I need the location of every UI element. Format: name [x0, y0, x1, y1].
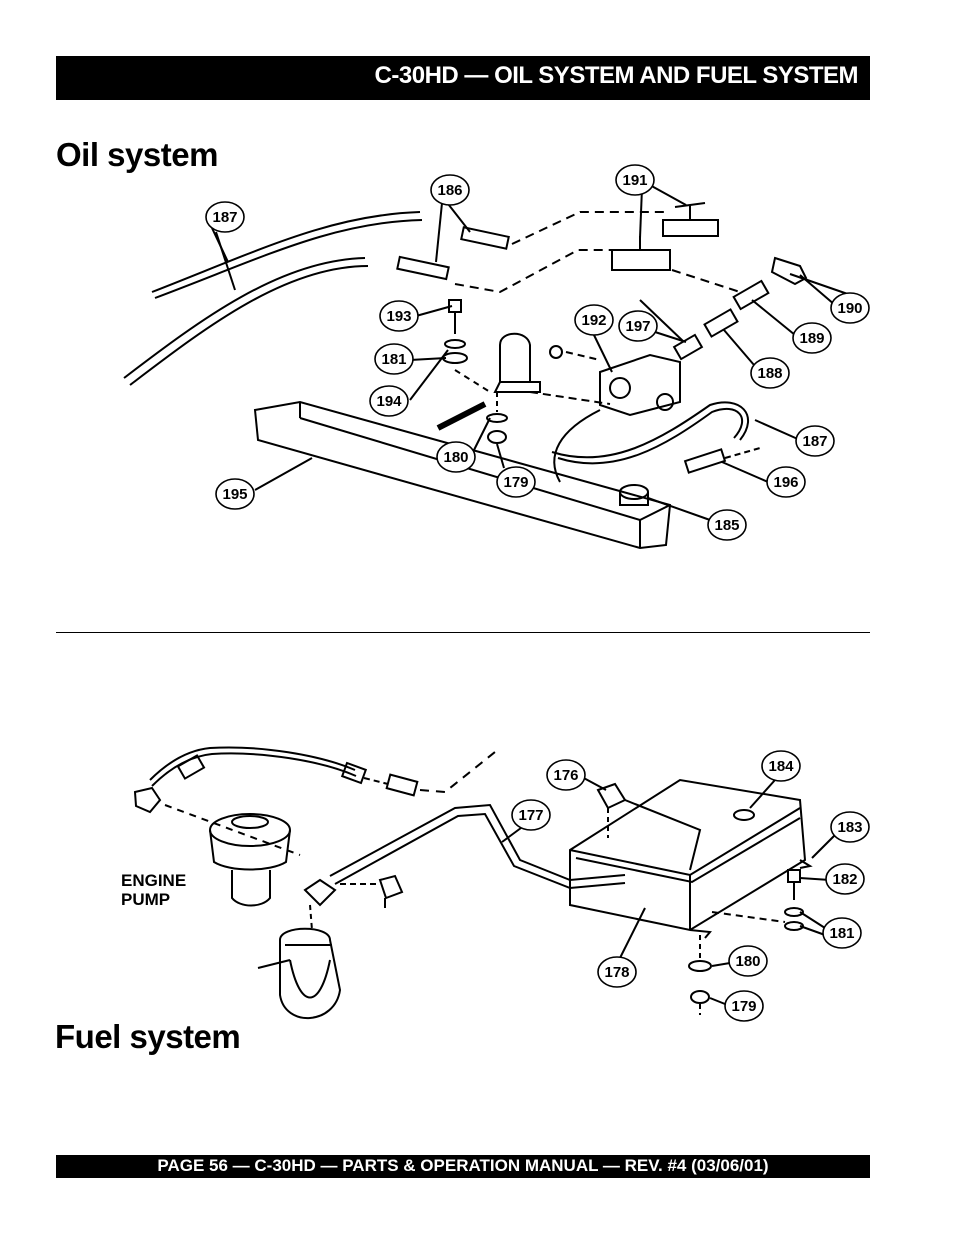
footer-bar: PAGE 56 — C-30HD — PARTS & OPERATION MAN… — [56, 1155, 870, 1178]
oil-callout-192: 192 — [581, 312, 606, 329]
fuel-callout-178: 178 — [604, 964, 629, 981]
oil-callout-179: 179 — [503, 474, 528, 491]
oil-callout-186: 186 — [437, 182, 462, 199]
oil-callout-181: 181 — [381, 351, 406, 368]
oil-callout-196: 196 — [773, 474, 798, 491]
oil-callout-194: 194 — [376, 393, 402, 410]
oil-callout-190: 190 — [837, 300, 862, 317]
oil-callout-189: 189 — [799, 330, 824, 347]
header-bar: C-30HD — OIL SYSTEM AND FUEL SYSTEM — [56, 56, 870, 100]
fuel-system-title: Fuel system — [55, 1018, 241, 1055]
fuel-callout-180: 180 — [735, 953, 760, 970]
oil-callout-195: 195 — [222, 486, 247, 503]
oil-callout-187a: 187 — [212, 209, 237, 226]
oil-callout-185: 185 — [714, 517, 739, 534]
oil-callout-180: 180 — [443, 449, 468, 466]
oil-callout-187b: 187 — [802, 433, 827, 450]
fuel-callout-179: 179 — [731, 998, 756, 1015]
engine-pump-label-line2: PUMP — [121, 890, 171, 909]
oil-system-diagram: 187 186 191 190 189 188 197 192 193 181 … — [123, 164, 870, 550]
oil-system-title: Oil system — [56, 136, 218, 173]
fuel-callout-177: 177 — [518, 807, 543, 824]
page-header-title: C-30HD — OIL SYSTEM AND FUEL SYSTEM — [374, 62, 859, 89]
oil-callout-193: 193 — [386, 308, 411, 325]
fuel-callout-182: 182 — [832, 871, 857, 888]
engine-pump-label: ENGINE PUMP — [121, 871, 186, 909]
fuel-callout-183: 183 — [837, 819, 862, 836]
oil-callout-188: 188 — [757, 365, 782, 382]
oil-callout-191: 191 — [622, 172, 647, 189]
fuel-system-diagram: 176 184 177 183 182 181 178 180 179 — [133, 746, 870, 1022]
fuel-callout-181: 181 — [829, 925, 854, 942]
page-footer-text: PAGE 56 — C-30HD — PARTS & OPERATION MAN… — [157, 1156, 769, 1175]
fuel-callout-184: 184 — [768, 758, 794, 775]
engine-pump-label-line1: ENGINE — [121, 871, 187, 890]
fuel-callout-176: 176 — [553, 767, 578, 784]
oil-callout-197: 197 — [625, 318, 650, 335]
section-divider — [56, 632, 870, 633]
